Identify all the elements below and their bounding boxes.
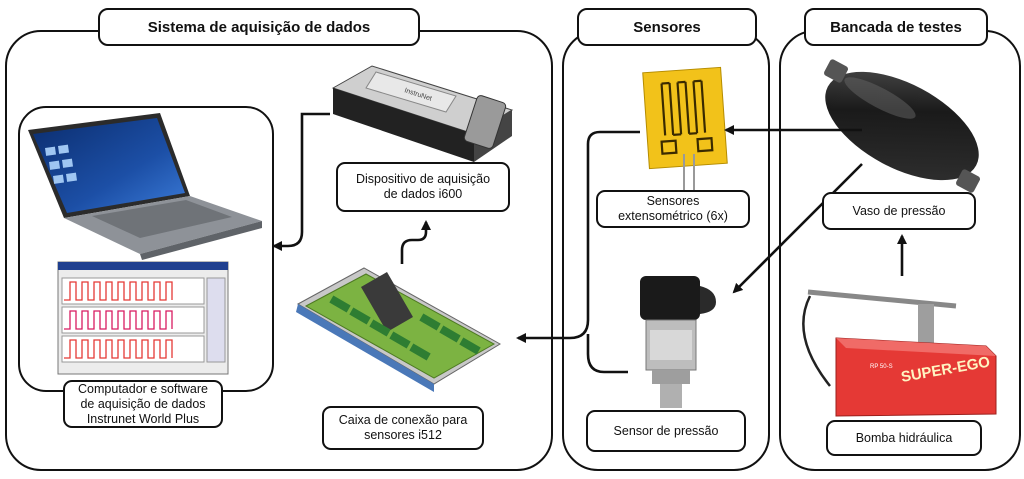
laptop-image [28, 113, 262, 260]
test-bench-title: Bancada de testes [804, 8, 988, 46]
pressure-sensor-image [640, 276, 716, 408]
arrow-box-to-daq [400, 220, 431, 264]
arrow-sensors-to-box [516, 130, 640, 343]
daq-device-image: InstruNet [331, 65, 514, 162]
pressure-sensor-label: Sensor de pressão [586, 410, 746, 452]
arrow-pressure-sensor-join [586, 334, 628, 374]
connection-box-label: Caixa de conexão para sensores i512 [322, 406, 484, 450]
arrow-daq-to-computer [272, 112, 330, 251]
pump-model: RP 50-S [870, 364, 893, 370]
sensors-title: Sensores [577, 8, 757, 46]
computer-label: Computador e software de aquisição de da… [63, 380, 223, 428]
daq-device-label: Dispositivo de aquisição de dados i600 [336, 162, 510, 212]
software-window-image [57, 261, 229, 375]
arrow-vessel-to-pressure [732, 163, 863, 294]
hydraulic-pump-label: Bomba hidráulica [826, 420, 982, 456]
strain-gauge-image [642, 66, 728, 200]
hydraulic-pump-image: SUPER-EGO RP 50-S [802, 289, 997, 417]
daq-system-title: Sistema de aquisição de dados [98, 8, 420, 46]
pressure-vessel-image [824, 59, 980, 193]
strain-gauges-label: Sensores extensométrico (6x) [596, 190, 750, 228]
pressure-vessel-label: Vaso de pressão [822, 192, 976, 230]
connection-box-image [296, 267, 501, 392]
